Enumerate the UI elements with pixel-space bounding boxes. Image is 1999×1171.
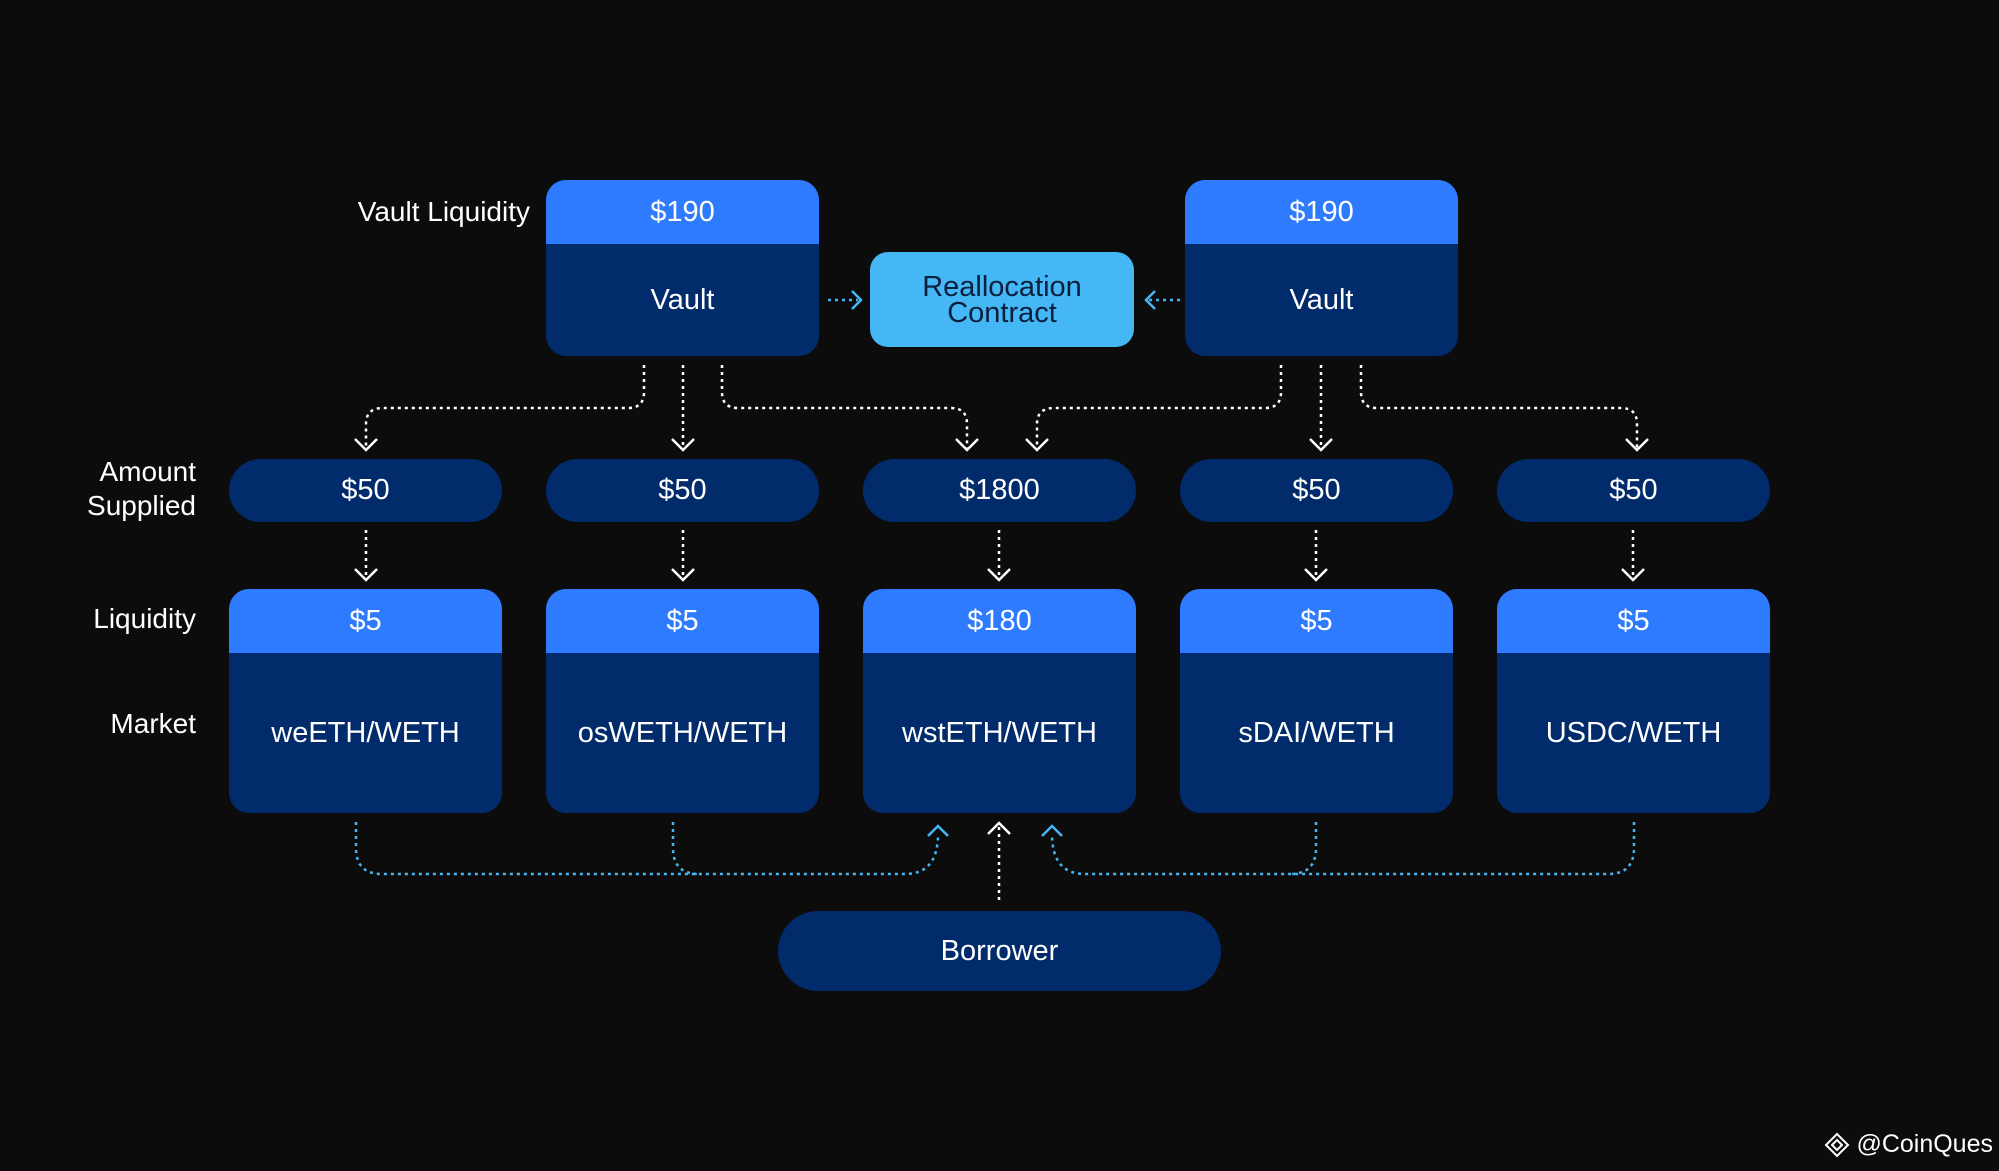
row-label-amount: Amount	[99, 456, 197, 487]
arrow-vault1-to-market1	[364, 365, 646, 448]
supplied-pill: $50	[229, 459, 502, 522]
market-card: $5 weETH/WETH	[229, 589, 502, 813]
row-label-amount-supplied: Amount Supplied	[40, 455, 196, 523]
row-label-supplied: Supplied	[87, 490, 196, 521]
reallocation-contract: Reallocation Contract	[870, 252, 1134, 347]
arrow-market4-merge	[1289, 822, 1318, 876]
market-liquidity-value: $5	[546, 589, 819, 653]
row-label-vault-liquidity: Vault Liquidity	[357, 196, 530, 227]
vault-label: Vault	[1289, 283, 1354, 316]
market-liquidity-value: $5	[1180, 589, 1453, 653]
vault-card-left: $190 Vault	[546, 180, 819, 356]
vault-liquidity-value: $190	[546, 180, 819, 244]
market-card: $5 sDAI/WETH	[1180, 589, 1453, 813]
market-card: $5 osWETH/WETH	[546, 589, 819, 813]
arrow-market2-merge	[671, 822, 700, 876]
market-name: osWETH/WETH	[577, 716, 788, 749]
arrow-vault1-to-market3	[720, 365, 969, 448]
market-liquidity-value: $5	[1497, 589, 1770, 653]
borrower-pill: Borrower	[778, 911, 1221, 991]
row-label-liquidity: Liquidity	[93, 603, 196, 634]
market-card: $180 wstETH/WETH	[863, 589, 1136, 813]
supplied-pill: $50	[1180, 459, 1453, 522]
supplied-pill: $50	[1497, 459, 1770, 522]
watermark-text: @CoinQues	[1856, 1130, 1993, 1158]
market-liquidity-value: $180	[863, 589, 1136, 653]
market-card: $5 USDC/WETH	[1497, 589, 1770, 813]
arrow-vault2-to-market3	[1035, 365, 1283, 448]
vault-label: Vault	[650, 283, 715, 316]
supplied-pill: $50	[546, 459, 819, 522]
supplied-pill: $1800	[863, 459, 1136, 522]
market-name: sDAI/WETH	[1238, 716, 1395, 749]
watermark: @CoinQues	[1824, 1130, 1993, 1159]
market-liquidity-value: $5	[229, 589, 502, 653]
row-label-market: Market	[110, 708, 196, 739]
diamond-logo-icon	[1825, 1132, 1850, 1157]
arrow-vault2-to-market5	[1359, 365, 1639, 448]
arrow-market5-to-market3	[1050, 822, 1636, 876]
arrow-market1-to-market3	[354, 822, 940, 876]
market-name: wstETH/WETH	[902, 716, 1097, 749]
vault-card-right: $190 Vault	[1185, 180, 1458, 356]
vault-liquidity-value: $190	[1185, 180, 1458, 244]
market-name: USDC/WETH	[1545, 716, 1722, 749]
market-name: weETH/WETH	[271, 716, 460, 749]
